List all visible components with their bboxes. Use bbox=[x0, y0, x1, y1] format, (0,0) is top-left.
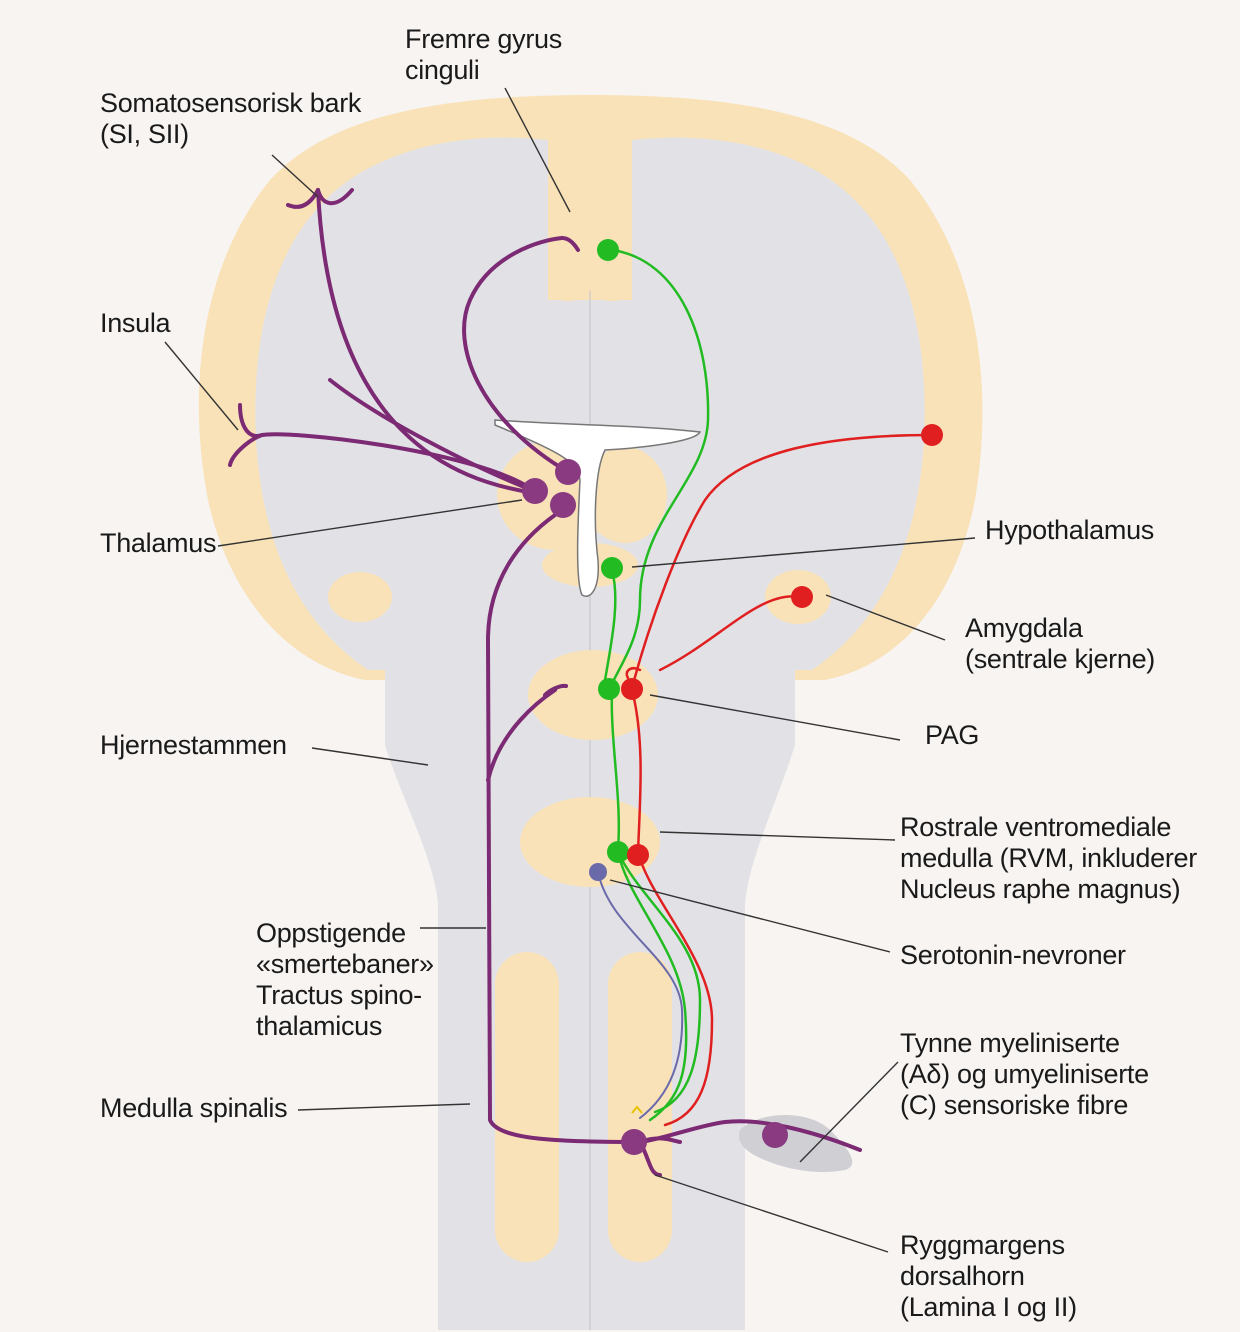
dorsal-horn-neuron bbox=[621, 1129, 647, 1155]
thalamus-neuron-left bbox=[522, 478, 548, 504]
thalamus-neuron-top bbox=[555, 459, 581, 485]
hypothalamus-neuron bbox=[601, 557, 623, 579]
label-ascending: Oppstigende «smertebaner» Tractus spino-… bbox=[256, 918, 434, 1042]
spinal-column-right bbox=[608, 952, 672, 1262]
label-amygdala: Amygdala (sentrale kjerne) bbox=[965, 613, 1155, 675]
label-spinal-cord: Medulla spinalis bbox=[100, 1093, 287, 1124]
label-insula: Insula bbox=[100, 308, 170, 339]
thalamus-neuron-right bbox=[550, 492, 576, 518]
label-cingulate: Fremre gyrus cinguli bbox=[405, 24, 562, 86]
label-brainstem: Hjernestammen bbox=[100, 730, 287, 761]
pag-red-neuron bbox=[621, 678, 643, 700]
label-serotonin: Serotonin-nevroner bbox=[900, 940, 1126, 971]
amygdala-neuron bbox=[791, 586, 813, 608]
label-somatosensory: Somatosensorisk bark (SI, SII) bbox=[100, 88, 361, 150]
label-dorsal-horn: Ryggmargens dorsalhorn (Lamina I og II) bbox=[900, 1230, 1077, 1323]
label-pag: PAG bbox=[925, 720, 979, 751]
label-rvm: Rostrale ventromediale medulla (RVM, ink… bbox=[900, 812, 1197, 905]
brain-tissue bbox=[199, 95, 983, 1330]
ganglion-neuron bbox=[762, 1122, 788, 1148]
cingulate-gyrus bbox=[548, 140, 632, 301]
rvm-green-neuron bbox=[607, 841, 629, 863]
label-fibers: Tynne myeliniserte (Aδ) og umyeliniserte… bbox=[900, 1028, 1149, 1121]
cingulate-neuron bbox=[597, 239, 619, 261]
spinal-column-left bbox=[495, 952, 559, 1262]
label-hypothalamus: Hypothalamus bbox=[985, 515, 1154, 546]
left-lateral-nucleus bbox=[328, 572, 392, 622]
serotonin-neuron bbox=[589, 863, 607, 881]
label-thalamus: Thalamus bbox=[100, 528, 216, 559]
rvm-red-neuron bbox=[627, 844, 649, 866]
pag-green-neuron bbox=[598, 678, 620, 700]
cortex-red-neuron bbox=[921, 424, 943, 446]
